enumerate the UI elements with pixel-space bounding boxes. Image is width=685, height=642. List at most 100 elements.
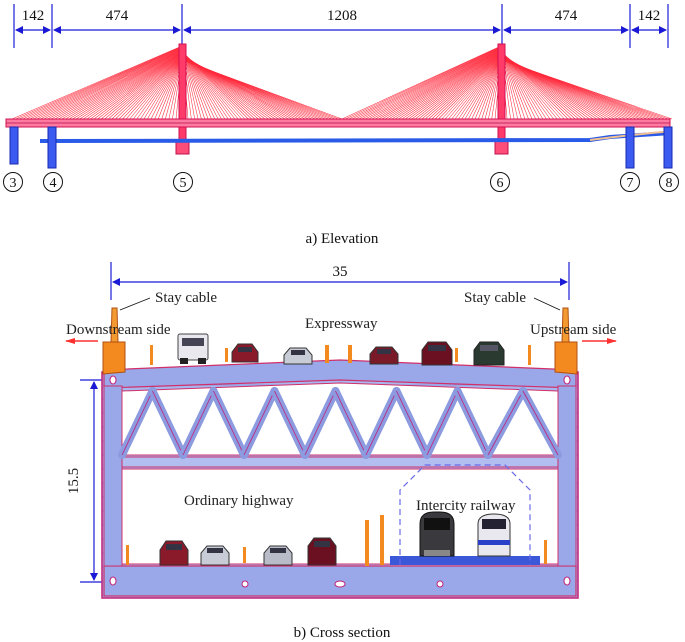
stay-cable-label-left: Stay cable bbox=[155, 290, 217, 306]
stay-cable bbox=[43, 48, 183, 120]
stay-cable bbox=[118, 54, 183, 120]
cross-section-view: 35 15.5 bbox=[65, 262, 617, 641]
stay-cable bbox=[61, 50, 183, 120]
stay-cable bbox=[11, 45, 183, 120]
stay-cable bbox=[401, 51, 502, 120]
stay-cable bbox=[348, 46, 502, 120]
stay-cable bbox=[358, 47, 502, 120]
tower-6 bbox=[494, 43, 509, 155]
stay-cable bbox=[157, 58, 183, 120]
pier-label-5: 5 bbox=[180, 176, 187, 191]
stay-cable bbox=[361, 47, 502, 120]
cable-anchor-right bbox=[554, 307, 578, 375]
stay-cable bbox=[464, 57, 502, 120]
stay-cable bbox=[154, 58, 183, 120]
truss-member-edge bbox=[396, 390, 428, 456]
stay-cable bbox=[421, 53, 502, 120]
stay-cable bbox=[115, 54, 183, 120]
stay-cable bbox=[79, 51, 183, 120]
stay-cable bbox=[68, 50, 183, 120]
stay-cable bbox=[100, 53, 183, 120]
truss-member-edge bbox=[365, 390, 397, 456]
stay-cable bbox=[51, 49, 183, 120]
stay-cable bbox=[381, 49, 502, 120]
stay-cable bbox=[147, 57, 183, 120]
car-lower-2 bbox=[200, 545, 230, 566]
suv-maroon bbox=[421, 341, 453, 366]
stay-cable bbox=[351, 46, 502, 120]
stay-cable bbox=[398, 50, 502, 120]
dim-side-span-left: 142 bbox=[22, 8, 45, 24]
stay-cable bbox=[90, 52, 183, 120]
truss-member-edge bbox=[243, 390, 275, 456]
stay-cable bbox=[405, 51, 502, 120]
pier-label-8: 8 bbox=[666, 176, 673, 191]
stay-cable bbox=[122, 55, 183, 120]
stay-cable bbox=[26, 46, 183, 120]
car-lower-1 bbox=[159, 540, 189, 566]
stay-cable bbox=[181, 59, 343, 120]
stay-cable bbox=[108, 54, 183, 120]
railway-clearance-envelope bbox=[399, 464, 531, 565]
car-red-1 bbox=[231, 343, 259, 363]
train-right bbox=[477, 513, 511, 557]
width-dimension-label: 35 bbox=[333, 264, 348, 280]
stay-cable bbox=[424, 53, 502, 120]
railings bbox=[126, 345, 547, 566]
stay-cable bbox=[47, 48, 183, 120]
stay-cable bbox=[22, 46, 183, 120]
pier-label-3: 3 bbox=[10, 176, 17, 191]
pier-4-structure bbox=[47, 126, 57, 169]
railway-trackbed bbox=[390, 556, 540, 565]
stay-cable bbox=[65, 50, 183, 120]
stay-cable bbox=[368, 48, 502, 120]
stay-cable bbox=[72, 50, 183, 120]
truck bbox=[177, 333, 209, 364]
stay-cable bbox=[444, 55, 502, 120]
stay-cable bbox=[395, 50, 502, 120]
stay-cable bbox=[15, 46, 183, 120]
stay-cable bbox=[471, 57, 502, 120]
pier-7-structure bbox=[625, 126, 635, 169]
stay-cable bbox=[97, 53, 183, 120]
stay-cable bbox=[355, 46, 502, 120]
stay-cable bbox=[375, 48, 502, 120]
stay-cable bbox=[454, 56, 502, 120]
expressway-label: Expressway bbox=[305, 316, 378, 332]
truss-member-edge bbox=[487, 390, 524, 456]
stay-cables bbox=[11, 45, 673, 120]
cable-anchor-left bbox=[102, 307, 126, 375]
stay-cable bbox=[40, 48, 183, 120]
stay-cable bbox=[19, 46, 183, 120]
pier-8-structure bbox=[663, 126, 673, 169]
stay-cable bbox=[385, 49, 502, 120]
stay-cable bbox=[129, 55, 183, 120]
train-left bbox=[419, 511, 455, 557]
cross-section-caption: b) Cross section bbox=[294, 625, 391, 641]
suv-dark bbox=[473, 341, 505, 366]
stay-cable bbox=[36, 47, 183, 120]
stay-cable-label-right: Stay cable bbox=[464, 290, 526, 306]
stay-cable bbox=[54, 49, 183, 120]
stay-cable bbox=[125, 55, 183, 120]
stay-cable bbox=[345, 46, 502, 120]
car-lower-3 bbox=[263, 545, 293, 566]
stay-cable bbox=[415, 52, 502, 120]
car-red-2 bbox=[369, 346, 399, 365]
car-silver bbox=[283, 347, 313, 365]
stay-cable bbox=[150, 57, 183, 120]
stay-cable bbox=[391, 50, 502, 120]
width-dimension bbox=[110, 262, 570, 300]
truss-member-edge bbox=[457, 390, 489, 456]
truss-diagonals bbox=[118, 387, 562, 459]
stay-cable bbox=[431, 54, 502, 120]
truss-member-edge bbox=[522, 390, 559, 456]
stay-cable bbox=[451, 55, 502, 120]
truss-member-edge bbox=[304, 390, 336, 456]
pier-labels: 3 4 5 6 7 8 bbox=[3, 172, 679, 192]
intercity-railway-label: Intercity railway bbox=[416, 498, 516, 514]
stay-cable bbox=[111, 54, 183, 120]
dim-main-span: 1208 bbox=[327, 8, 357, 24]
stay-cable bbox=[365, 47, 502, 120]
elevation-caption: a) Elevation bbox=[306, 231, 379, 247]
